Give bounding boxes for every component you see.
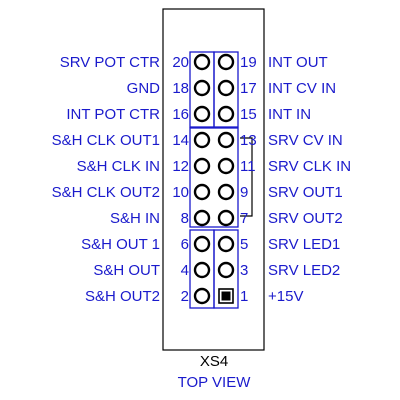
right-pin-label: INT IN <box>268 106 311 123</box>
right-pin-label: INT OUT <box>268 54 328 71</box>
left-pin-pad <box>193 157 211 175</box>
right-pin-pad <box>217 261 235 279</box>
left-pin-label: S&H OUT2 <box>85 288 160 305</box>
right-pin-label: +15V <box>268 288 303 305</box>
group-outline-right-bot <box>213 229 239 309</box>
right-pin-label: SRV LED2 <box>268 262 340 279</box>
right-pin-number: 5 <box>240 236 248 253</box>
left-pin-label: S&H IN <box>110 210 160 227</box>
right-pin-number: 3 <box>240 262 248 279</box>
left-pin-pad <box>193 287 211 305</box>
left-pin-number: 20 <box>172 54 189 71</box>
right-pin-pad <box>217 131 235 149</box>
left-pin-number: 18 <box>172 80 189 97</box>
right-pin-pad <box>217 53 235 71</box>
left-pin-label: GND <box>127 80 161 97</box>
pin-row: S&H CLK OUT2 10 9 SRV OUT1 <box>52 183 343 201</box>
right-pin-pad <box>217 183 235 201</box>
left-pin-label: S&H OUT 1 <box>81 236 160 253</box>
left-pin-pad <box>193 105 211 123</box>
right-pin-number: 1 <box>240 288 248 305</box>
right-pin-label: INT CV IN <box>268 80 336 97</box>
right-pin-pad <box>217 157 235 175</box>
right-pin-pad <box>217 235 235 253</box>
group-outline-block-mid <box>189 127 239 228</box>
group-outline-right-top <box>213 51 239 128</box>
pin-group-outlines <box>189 51 239 309</box>
connector-body <box>162 8 265 351</box>
right-pin-label: SRV OUT1 <box>268 184 343 201</box>
right-pin-pad <box>217 105 235 123</box>
pin-row: S&H OUT2 2 1 +15V <box>85 287 303 305</box>
left-pin-label: S&H CLK OUT1 <box>52 132 160 149</box>
jumper-bracket <box>240 137 253 217</box>
left-pin-pad <box>193 209 211 227</box>
left-pin-label: S&H CLK IN <box>77 158 160 175</box>
left-pin-pad <box>193 131 211 149</box>
left-pin-number: 12 <box>172 158 189 175</box>
left-pin-label: SRV POT CTR <box>60 54 160 71</box>
right-pin-number: 15 <box>240 106 257 123</box>
right-pin-label: SRV CV IN <box>268 132 343 149</box>
left-pin-number: 6 <box>181 236 189 253</box>
pin-row: SRV POT CTR 20 19 INT OUT <box>60 53 328 71</box>
pin-row: S&H CLK IN 12 11 SRV CLK IN <box>77 157 351 175</box>
right-pin-number: 13 <box>240 132 257 149</box>
left-pin-number: 16 <box>172 106 189 123</box>
view-caption: TOP VIEW <box>178 374 252 391</box>
pin-row: GND 18 17 INT CV IN <box>127 79 336 97</box>
pin-row: S&H IN 8 7 SRV OUT2 <box>110 209 343 227</box>
pin-row: S&H OUT 1 6 5 SRV LED1 <box>81 235 340 253</box>
left-pin-pad <box>193 79 211 97</box>
right-pin-number: 9 <box>240 184 248 201</box>
pin-row: S&H OUT 4 3 SRV LED2 <box>93 261 340 279</box>
left-pin-number: 4 <box>181 262 189 279</box>
left-pin-number: 8 <box>181 210 189 227</box>
left-pin-label: S&H OUT <box>93 262 160 279</box>
left-pin-pad <box>193 261 211 279</box>
connector-designator: XS4 <box>200 353 228 370</box>
left-pin-label: INT POT CTR <box>66 106 160 123</box>
left-pin-pad <box>193 235 211 253</box>
right-pin-number: 17 <box>240 80 257 97</box>
left-pin-number: 2 <box>181 288 189 305</box>
right-pin-number: 7 <box>240 210 248 227</box>
right-pin-label: SRV CLK IN <box>268 158 351 175</box>
left-pin-number: 14 <box>172 132 189 149</box>
left-pin-number: 10 <box>172 184 189 201</box>
right-pin-number: 11 <box>240 158 256 175</box>
right-pin-pad <box>217 209 235 227</box>
pin-row: INT POT CTR 16 15 INT IN <box>66 105 311 123</box>
right-pin-pad <box>217 79 235 97</box>
left-pin-pad <box>193 53 211 71</box>
pin-row: S&H CLK OUT1 14 13 SRV CV IN <box>52 131 343 149</box>
pin1-marker <box>221 291 231 301</box>
left-pin-label: S&H CLK OUT2 <box>52 184 160 201</box>
left-pin-pad <box>193 183 211 201</box>
right-pin-label: SRV LED1 <box>268 236 340 253</box>
right-pin-number: 19 <box>240 54 257 71</box>
right-pin-label: SRV OUT2 <box>268 210 343 227</box>
